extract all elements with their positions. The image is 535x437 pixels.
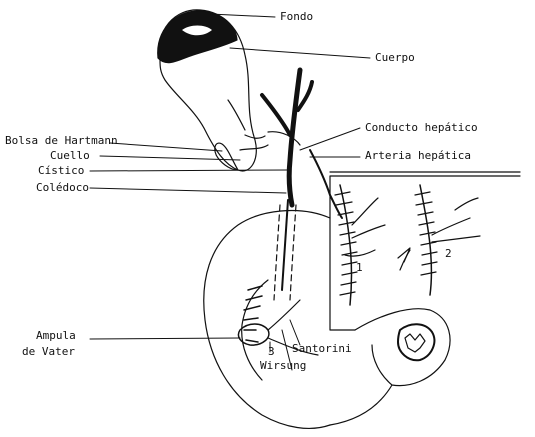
duodenal-wall-hatch (244, 286, 262, 342)
pylorus-folds (405, 334, 425, 352)
hepatic-duct-branch-left (262, 95, 290, 135)
label-cuello: Cuello (50, 150, 90, 162)
label-santorini: Santorini (292, 343, 352, 355)
artery-branch (268, 132, 300, 145)
pancreas-outline (330, 309, 450, 425)
label-conducto-hepatico: Conducto hepático (365, 122, 478, 134)
section-plane (330, 172, 520, 330)
label-arteria-hepatica: Arteria hepática (365, 150, 471, 162)
detail-2-ducts (400, 198, 480, 270)
label-cistico: Cístico (38, 165, 84, 177)
label-bolsa-hartmann: Bolsa de Hartmann (5, 135, 118, 147)
label-cuerpo: Cuerpo (375, 52, 415, 64)
common-bile-duct (282, 200, 288, 290)
label-fondo: Fondo (280, 11, 313, 23)
detail-2-wall (420, 185, 432, 295)
marker-1: 1 (356, 262, 363, 274)
label-coledoco: Colédoco (36, 182, 89, 194)
detail-1-ducts (345, 198, 385, 256)
hepatic-artery (310, 150, 342, 218)
marker-3: 3 (268, 346, 275, 358)
duodenum-outline (204, 211, 330, 429)
label-de-vater: de Vater (22, 346, 75, 358)
gallbladder-neck (215, 143, 238, 170)
label-wirsung: Wirsung (260, 360, 306, 372)
pylorus-ring (398, 324, 434, 360)
marker-2: 2 (445, 248, 452, 260)
label-ampula: Ampula (36, 330, 76, 342)
detail-1-hatch (335, 192, 357, 295)
cystic-artery-branches (228, 100, 268, 150)
